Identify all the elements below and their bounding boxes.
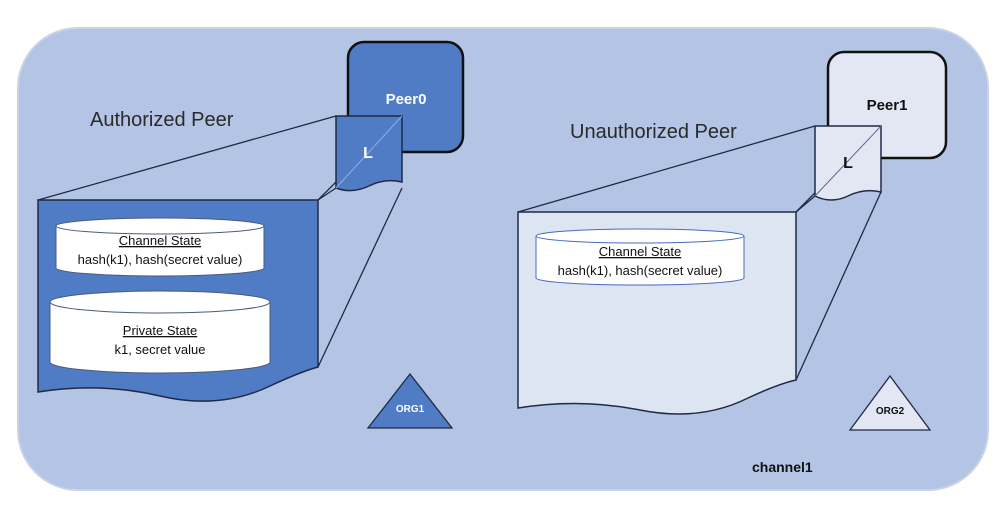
unauthorized-channel-state-db[interactable]: Channel State hash(k1), hash(secret valu… (535, 228, 745, 286)
authorized-private-state-db[interactable]: Private State k1, secret value (49, 290, 271, 374)
org2-triangle[interactable]: ORG2 (848, 374, 932, 431)
org1-label: ORG1 (396, 404, 425, 415)
channel-label: channel1 (752, 459, 813, 475)
org1-triangle[interactable]: ORG1 (366, 372, 454, 429)
unauthorized-ledger-label: L (843, 155, 853, 172)
authorized-private-state-title: Private State (123, 323, 197, 338)
authorized-peer-title: Authorized Peer (90, 109, 234, 131)
unauthorized-channel-state-title: Channel State (599, 244, 681, 259)
org2-label: ORG2 (876, 406, 905, 417)
peer0-label: Peer0 (386, 91, 427, 108)
unauthorized-peer-title: Unauthorized Peer (570, 121, 737, 143)
authorized-ledger-icon[interactable]: L (335, 115, 403, 192)
authorized-channel-state-value: hash(k1), hash(secret value) (78, 252, 243, 267)
authorized-channel-state-db[interactable]: Channel State hash(k1), hash(secret valu… (55, 217, 265, 277)
authorized-private-state-value: k1, secret value (114, 342, 205, 357)
authorized-ledger-label: L (363, 145, 373, 162)
unauthorized-channel-state-value: hash(k1), hash(secret value) (558, 263, 723, 278)
authorized-channel-state-title: Channel State (119, 233, 201, 248)
peer1-label: Peer1 (867, 97, 908, 114)
unauthorized-ledger-icon[interactable]: L (814, 125, 882, 201)
